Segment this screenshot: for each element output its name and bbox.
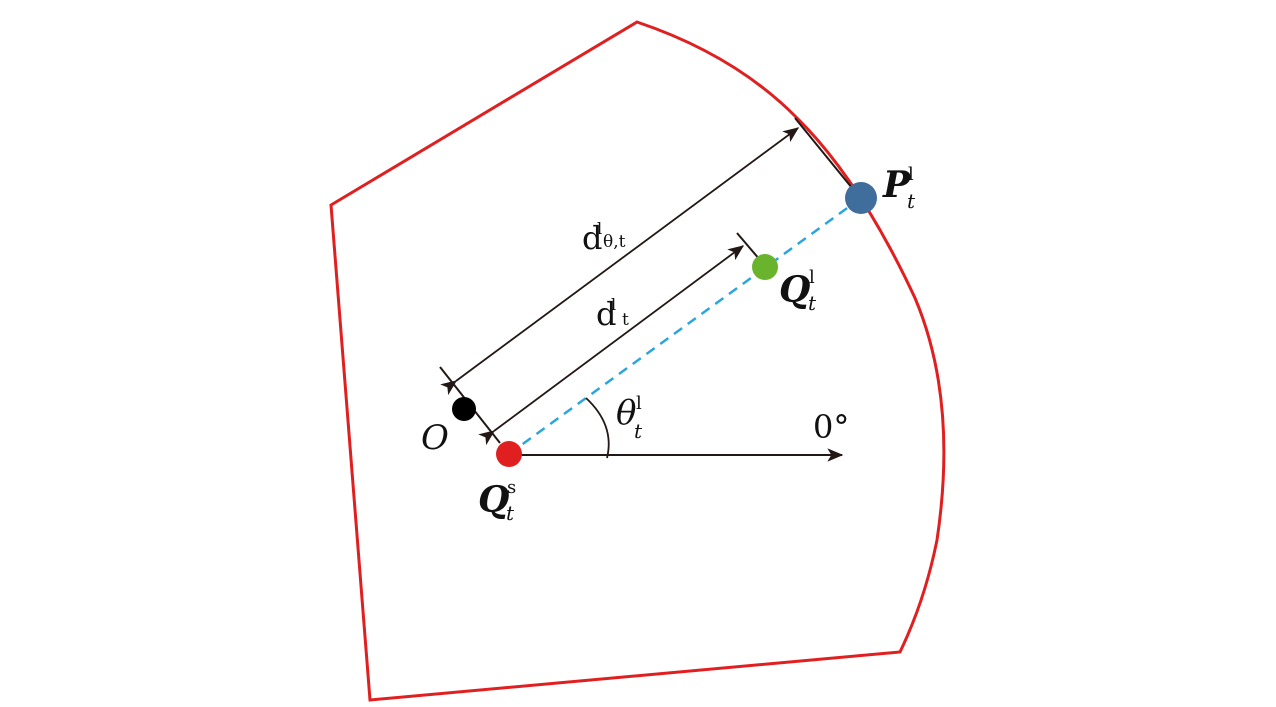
label-Pl-sup: l [908, 164, 914, 185]
label-O: O [421, 418, 449, 458]
label-d-sub: t [622, 310, 629, 330]
label-Qs-sup: s [507, 477, 516, 498]
label-d-theta: d [582, 219, 602, 257]
label-Ql-sup: l [809, 267, 815, 288]
label-theta: θ [616, 393, 636, 433]
sector-region-outline [329, 20, 946, 702]
point-O [452, 397, 476, 421]
angle-arc-theta [585, 397, 610, 459]
label-Pl-sub: t [907, 189, 916, 213]
label-Qs: Q [478, 479, 509, 521]
label-d: d [596, 295, 616, 333]
label-Ql: Q [779, 269, 810, 311]
label-d-theta-sup: l [597, 219, 602, 238]
label-Pl: P [882, 164, 911, 206]
point-Pl [845, 182, 877, 214]
label-zero-degree: 0° [813, 408, 849, 446]
boundary-tangent-tick [794, 117, 853, 189]
point-Ql [752, 254, 778, 280]
label-Qs-sub: t [506, 501, 515, 525]
distance-arrow-d-theta [440, 127, 800, 396]
dashed-ray-qs-to-pl [508, 196, 862, 456]
label-d-sup: l [611, 295, 616, 314]
distance-arrow-d [478, 245, 745, 446]
label-theta-sub: t [634, 419, 643, 443]
label-d-theta-sub: θ,t [603, 232, 626, 252]
point-Qs [496, 441, 522, 467]
label-theta-sup: l [636, 393, 642, 414]
label-Ql-sub: t [808, 291, 817, 315]
